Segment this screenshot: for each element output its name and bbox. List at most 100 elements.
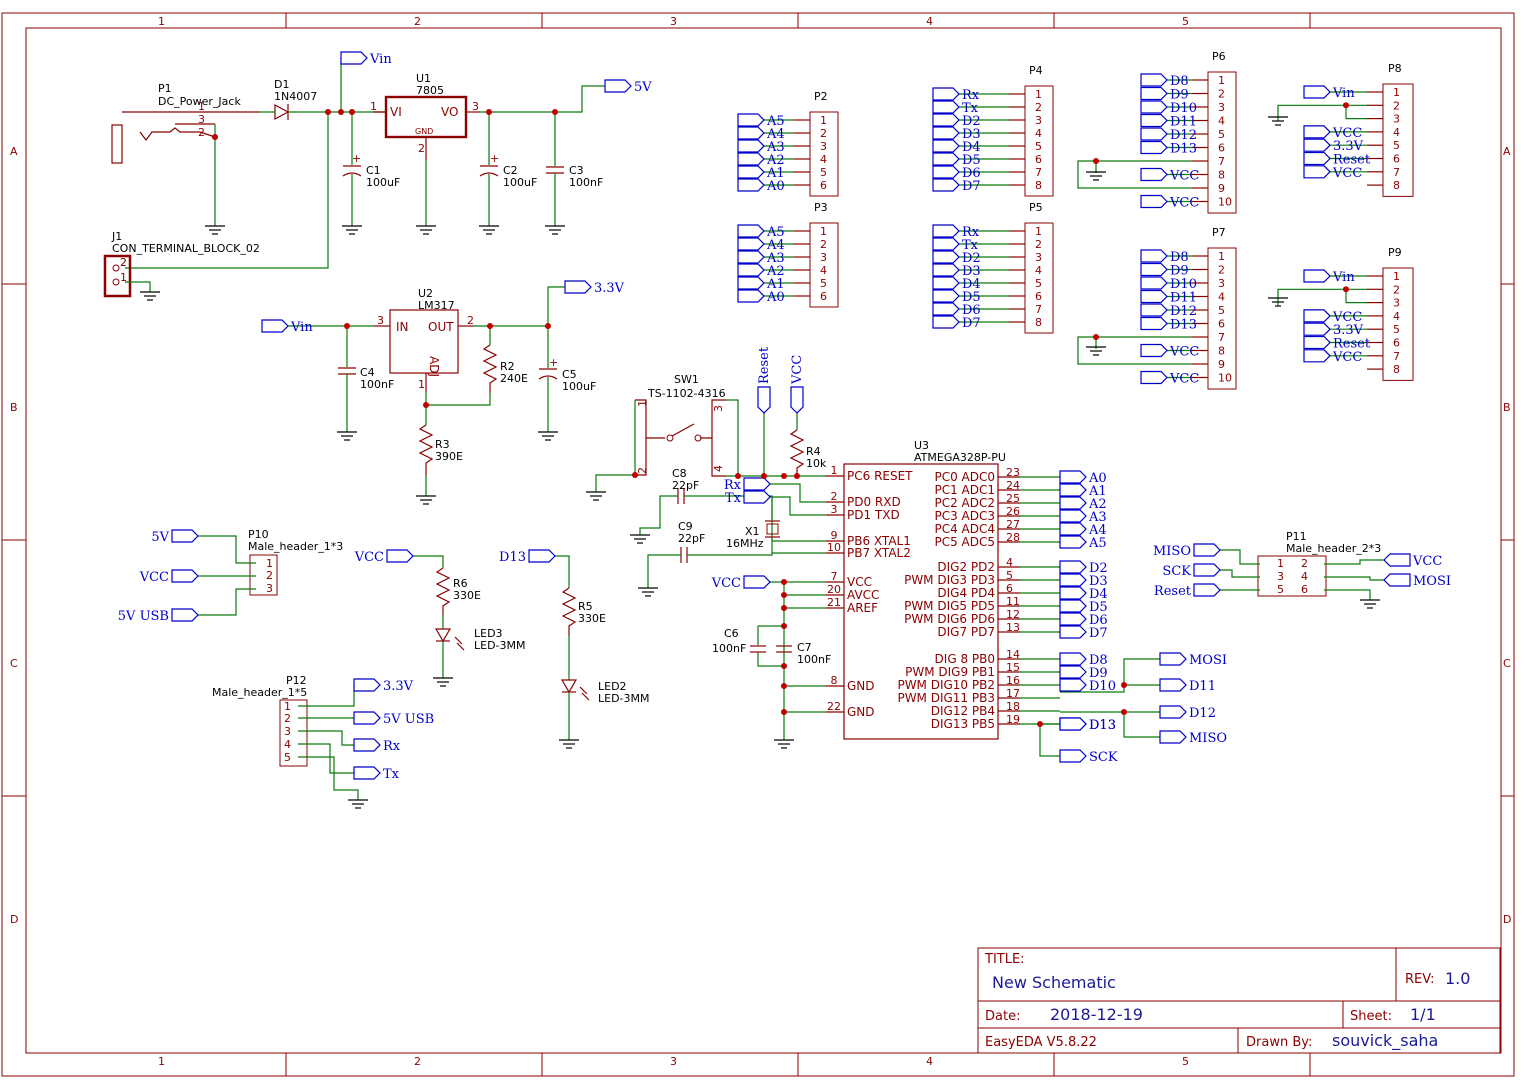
- net-p6-vcc-1-shape: [1140, 194, 1168, 209]
- net-sck-u3-text: SCK: [1089, 750, 1118, 765]
- u2-adj: ADJ: [427, 356, 441, 377]
- net-5v-top-text: 5V: [634, 80, 652, 95]
- junction-dot: [781, 592, 787, 598]
- c4-value: 100nF: [360, 378, 394, 391]
- ground-symbol-11: [638, 587, 658, 597]
- u3-pin-name: PWM DIG5 PD5: [904, 599, 995, 613]
- net-vcc-r6-shape: [386, 549, 414, 563]
- p10-pin2: 2: [266, 569, 273, 582]
- p8-ref: P8: [1388, 62, 1402, 75]
- net-p3-label-1-shape: [737, 237, 765, 251]
- net-p7-d-4: D12: [1140, 303, 1197, 319]
- u2-value: LM317: [418, 299, 455, 312]
- net-p5-label-5-text: D5: [962, 290, 981, 305]
- diode-d1: D1 1N4007: [274, 78, 317, 121]
- p9-pin: 3: [1393, 297, 1400, 310]
- net-p3-label-1-text: A4: [766, 238, 785, 253]
- u3-pin-name: DIG 8 PB0: [935, 652, 995, 666]
- net-tx-u3: Tx: [725, 490, 771, 506]
- resistor-r4: R4 10k: [789, 429, 827, 476]
- net-u3-a5-text: A5: [1088, 536, 1107, 551]
- junction-dot: [781, 709, 787, 715]
- net-p8-label-1-text: VCC: [1332, 126, 1362, 141]
- net-p11-mosi: MOSI: [1383, 573, 1451, 589]
- net-p6-d-3: D11: [1140, 113, 1197, 130]
- net-p12-3v3-shape: [353, 678, 381, 692]
- net-p3-label-0-text: A5: [766, 225, 785, 240]
- c6-ref: C6: [724, 627, 739, 640]
- u1-gnd: GND: [415, 127, 433, 136]
- net-u3-d3-shape: [1059, 573, 1087, 587]
- net-p3-label-2: A3: [737, 250, 785, 266]
- net-p12-tx-text: Tx: [383, 767, 400, 782]
- frame-row-right-a: A: [1503, 145, 1511, 158]
- net-d13-r5-shape: [528, 549, 556, 563]
- net-u3-d2: D2: [1059, 560, 1108, 576]
- net-p12-3v3-text: 3.3V: [383, 679, 414, 694]
- net-p5-label-7-shape: [932, 315, 960, 329]
- net-p5-label-5-shape: [932, 289, 960, 303]
- p3-pin: 2: [820, 238, 827, 251]
- p6-pin: 8: [1218, 169, 1225, 182]
- net-p7-d-3-text: D11: [1170, 291, 1197, 306]
- p8-pin: 3: [1393, 113, 1400, 126]
- p9-pin: 6: [1393, 337, 1400, 350]
- terminal-block-j1: J1 CON_TERMINAL_BLOCK_02 2 1: [103, 230, 260, 298]
- u3-pin-num: 21: [827, 596, 841, 609]
- p10-pin3: 3: [266, 582, 273, 595]
- p9-pin: 5: [1393, 323, 1400, 336]
- net-p11-sck-text: SCK: [1162, 564, 1191, 579]
- net-p12-tx: Tx: [353, 766, 400, 782]
- r5-ref: R5: [578, 600, 593, 613]
- net-p5-label-0-text: Rx: [962, 225, 980, 240]
- net-p7-d-1-shape: [1140, 262, 1168, 277]
- net-p9-label-4-shape: [1303, 349, 1331, 363]
- net-p2-label-3-shape: [737, 152, 765, 166]
- net-p3-label-4-shape: [737, 276, 765, 290]
- junction-dot: [781, 663, 787, 669]
- net-u3-d7-text: D7: [1089, 626, 1108, 641]
- net-p5-label-3-text: D3: [962, 264, 981, 279]
- net-p10-5v-text: 5V: [151, 530, 169, 545]
- c1-value: 100uF: [366, 176, 400, 189]
- net-p7-d-1: D9: [1140, 262, 1189, 279]
- junction-dot: [1121, 709, 1127, 715]
- c5-plus: +: [549, 356, 558, 369]
- net-u3-d9: D9: [1059, 665, 1108, 681]
- net-p11-reset: Reset: [1154, 583, 1221, 599]
- u3-pin-num: 5: [1006, 569, 1013, 582]
- junction-dot: [344, 323, 350, 329]
- led3-ref: LED3: [474, 627, 503, 640]
- net-p4-label-7-text: D7: [962, 179, 981, 194]
- net-p5-label-5: D5: [932, 289, 981, 305]
- ground-symbol-0: [205, 225, 225, 235]
- net-reset-vert-text: Reset: [757, 346, 772, 384]
- p5-pin: 2: [1035, 238, 1042, 251]
- net-vcc-vert-shape: [790, 386, 804, 414]
- header-p11: P11 Male_header_2*3 1 2 3 4 5 6: [1257, 530, 1381, 597]
- u3-pin-num: 18: [1006, 700, 1020, 713]
- net-p6-d-1-text: D9: [1170, 88, 1189, 103]
- net-p8-label-4-text: VCC: [1332, 166, 1362, 181]
- net-p3-label-3-text: A2: [766, 264, 785, 279]
- net-p9-label-1-text: VCC: [1332, 310, 1362, 325]
- junction-dot: [487, 323, 493, 329]
- u1-vo: VO: [441, 105, 458, 119]
- net-p4-label-1: Tx: [932, 100, 979, 116]
- net-u3-d8-shape: [1059, 652, 1087, 666]
- ground-symbol-12: [774, 739, 794, 749]
- net-p9-label-4: VCC: [1303, 349, 1362, 365]
- net-u3-d9-text: D9: [1089, 666, 1108, 681]
- net-u3-d2-shape: [1059, 560, 1087, 574]
- net-p5-label-7-text: D7: [962, 316, 981, 331]
- u3-pin-name: DIG4 PD4: [937, 586, 995, 600]
- c8-value: 22pF: [672, 479, 699, 492]
- resistor-r3: R3 390E: [418, 424, 463, 496]
- resistor-r5: R5 330E: [555, 555, 606, 636]
- frame-row-right-c: C: [1503, 657, 1511, 670]
- u3-pin-num: 10: [827, 541, 841, 554]
- u3-pin-num: 20: [827, 583, 841, 596]
- c2-value: 100uF: [503, 176, 537, 189]
- net-tx-u3-text: Tx: [725, 491, 742, 506]
